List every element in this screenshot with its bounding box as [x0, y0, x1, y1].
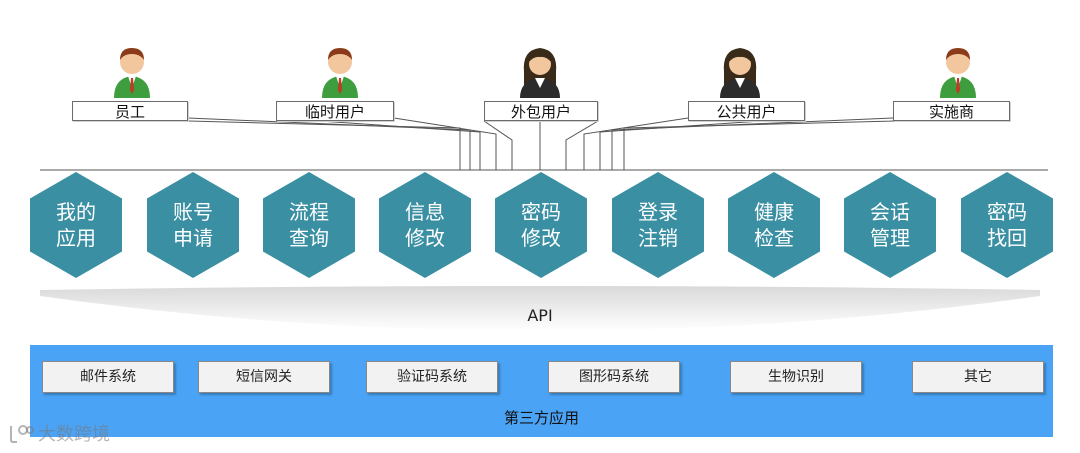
system-image-code: 图形码系统 — [548, 361, 680, 393]
api-band — [40, 286, 1040, 331]
system-other: 其它 — [912, 361, 1044, 393]
system-captcha: 验证码系统 — [366, 361, 498, 393]
user-label-temp: 临时用户 — [276, 101, 394, 121]
api-label: API — [527, 306, 553, 325]
male-user-icon — [114, 48, 150, 98]
third-party-title: 第三方应用 — [503, 409, 579, 427]
female-user-icon — [520, 48, 560, 98]
male-user-icon — [322, 48, 358, 98]
user-label-staff: 员工 — [72, 101, 188, 121]
watermark: 大数跨境 — [8, 420, 110, 446]
user-avatar-outsource — [500, 42, 580, 100]
female-user-icon — [720, 48, 760, 98]
watermark-text: 大数跨境 — [38, 424, 110, 445]
watermark-logo-icon — [10, 425, 34, 443]
user-avatar-vendor — [918, 42, 998, 100]
system-sms-gateway: 短信网关 — [198, 361, 330, 393]
user-avatar-staff — [92, 42, 172, 100]
user-avatar-public — [700, 42, 780, 100]
system-email: 邮件系统 — [42, 361, 174, 393]
user-avatar-temp — [300, 42, 380, 100]
user-label-outsource: 外包用户 — [484, 101, 598, 121]
third-party-panel: 邮件系统 短信网关 验证码系统 图形码系统 生物识别 其它 第三方应用 — [30, 345, 1053, 437]
user-connectors — [40, 117, 1048, 171]
user-label-vendor: 实施商 — [893, 101, 1010, 121]
system-biometric: 生物识别 — [730, 361, 862, 393]
male-user-icon — [940, 48, 976, 98]
user-label-public: 公共用户 — [688, 101, 805, 121]
